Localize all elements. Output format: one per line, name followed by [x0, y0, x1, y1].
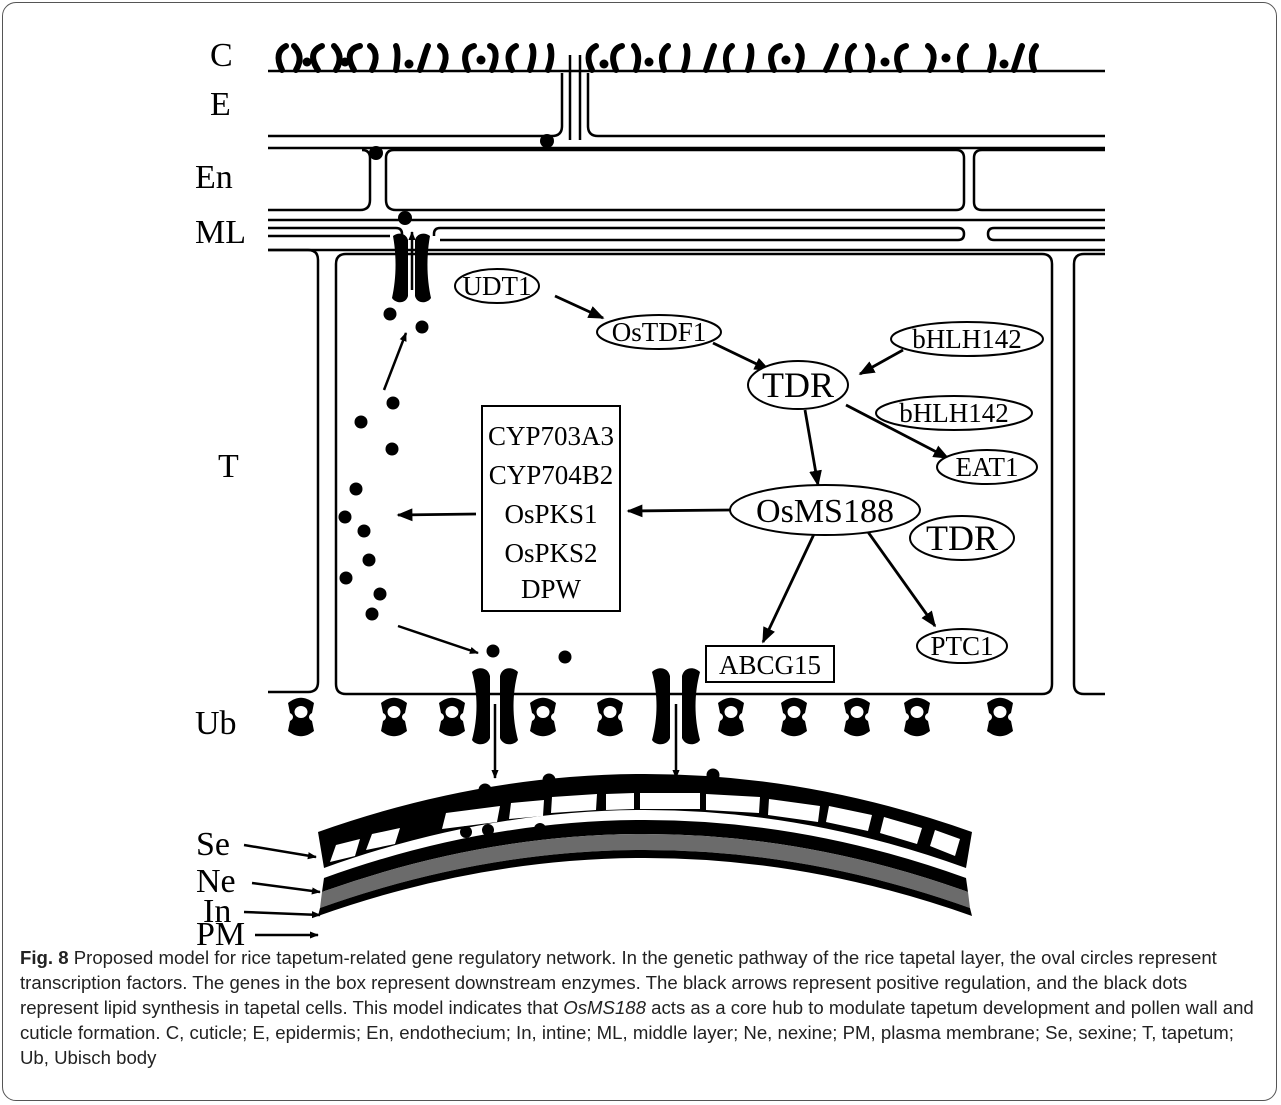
- pollen-layer-arrows: [244, 845, 320, 935]
- node-tdr-label: TDR: [762, 365, 834, 405]
- enzyme-ospks2: OsPKS2: [504, 538, 597, 568]
- node-osms188: OsMS188: [730, 485, 920, 535]
- label-tapetum: T: [218, 448, 239, 485]
- label-endothecium: En: [195, 159, 233, 196]
- enzyme-ospks1: OsPKS1: [504, 499, 597, 529]
- node-tdr-partner-label: TDR: [926, 518, 998, 558]
- node-ostdf1-label: OsTDF1: [612, 317, 707, 347]
- enzyme-cyp703a3: CYP703A3: [488, 421, 614, 451]
- label-plasma-membrane: PM: [196, 916, 245, 945]
- pollen-wall: [318, 769, 972, 917]
- label-cuticle: C: [210, 37, 233, 74]
- enzyme-box: CYP703A3 CYP704B2 OsPKS1 OsPKS2 DPW: [482, 406, 620, 611]
- cuticle-dots: [303, 54, 1009, 69]
- node-tdr: TDR: [748, 361, 848, 409]
- node-eat1-label: EAT1: [956, 452, 1019, 482]
- label-middle-layer: ML: [195, 214, 246, 251]
- abcg15-label: ABCG15: [719, 650, 821, 680]
- tapetum-diagram: C E En ML T Ub: [0, 0, 1281, 945]
- enzyme-cyp704b2: CYP704B2: [489, 460, 614, 490]
- label-sexine: Se: [196, 826, 230, 863]
- enzyme-dpw: DPW: [521, 574, 582, 604]
- node-eat1: EAT1: [937, 450, 1037, 484]
- lipid-arrow-down: [398, 626, 478, 653]
- abcg15-box: ABCG15: [706, 646, 834, 682]
- node-udt1: UDT1: [455, 269, 539, 303]
- anther-wall-layers: [268, 55, 1105, 694]
- node-udt1-label: UDT1: [463, 271, 532, 301]
- caption-fig-number: Fig. 8: [20, 947, 69, 968]
- node-ptc1-label: PTC1: [930, 631, 993, 661]
- lipid-arrow-up: [384, 333, 406, 390]
- label-epidermis: E: [210, 86, 231, 123]
- caption-gene-osms188: OsMS188: [563, 997, 646, 1018]
- node-osms188-label: OsMS188: [756, 493, 894, 530]
- cuticle-layer: [279, 46, 1036, 70]
- ubisch-bodies: [288, 698, 1013, 737]
- node-ostdf1: OsTDF1: [597, 315, 721, 349]
- node-tdr-partner: TDR: [910, 516, 1014, 560]
- node-bhlh142-upper: bHLH142: [891, 322, 1043, 356]
- label-ubisch-body: Ub: [195, 705, 237, 742]
- node-bhlh142-upper-label: bHLH142: [912, 324, 1022, 354]
- node-bhlh142-lower: bHLH142: [876, 396, 1032, 430]
- node-bhlh142-lower-label: bHLH142: [899, 398, 1009, 428]
- figure-caption: Fig. 8 Proposed model for rice tapetum-r…: [20, 945, 1265, 1070]
- node-ptc1: PTC1: [917, 629, 1007, 663]
